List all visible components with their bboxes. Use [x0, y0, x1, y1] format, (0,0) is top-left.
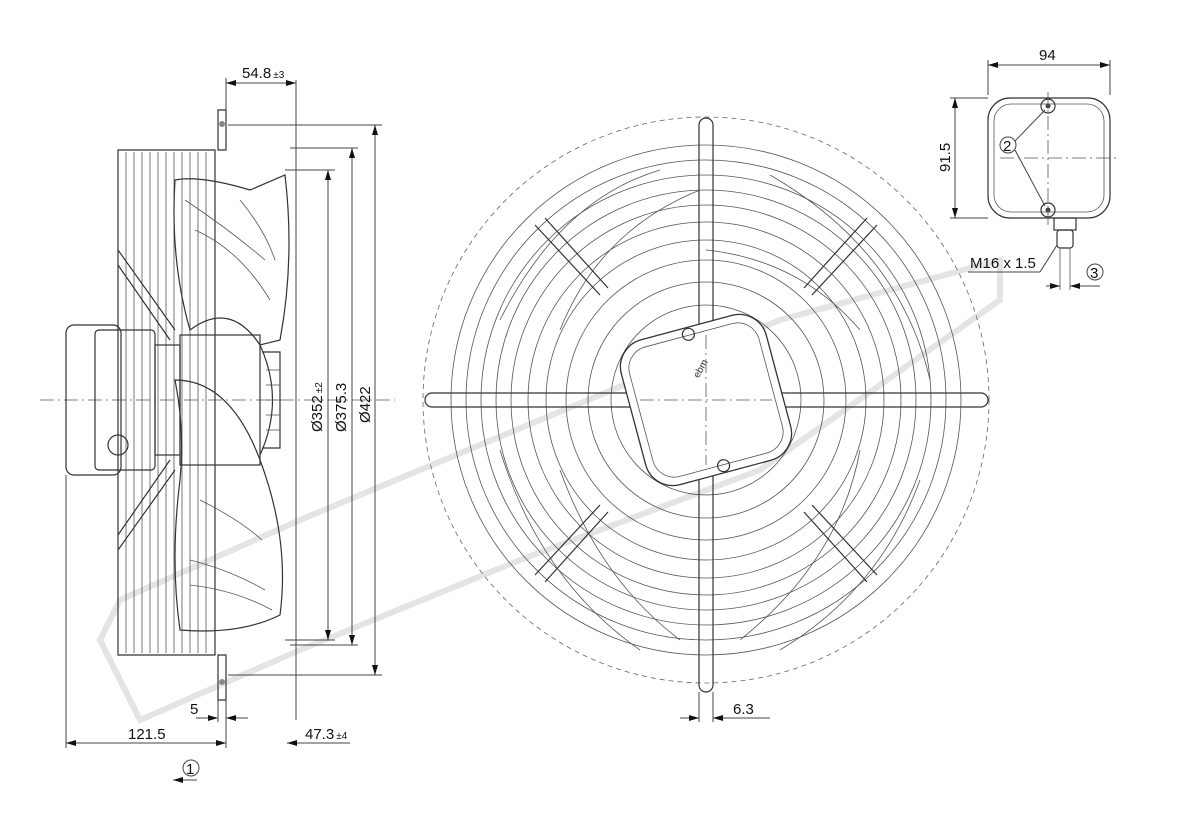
svg-text:2: 2	[1003, 138, 1011, 155]
guard-fins	[117, 149, 216, 656]
dim-47-3: 47.3	[305, 726, 334, 743]
blades-front	[499, 169, 931, 651]
svg-text:Ø352±2: Ø352±2	[309, 382, 326, 432]
dim-dia-352: Ø352	[309, 395, 326, 432]
svg-text:3: 3	[1090, 265, 1098, 282]
svg-text:1: 1	[186, 761, 194, 778]
airflow-callout: 1	[173, 759, 200, 783]
side-view	[40, 109, 395, 701]
dim-54-8: 54.8	[242, 65, 271, 82]
dim-5: 5	[190, 701, 198, 718]
cable-callout: 3	[1086, 263, 1104, 282]
side-dimensions: 54.8±3 Ø352±2 Ø375.3 Ø422 5 121.5 47.3±4…	[65, 65, 382, 783]
screw-callout: 2	[999, 109, 1046, 207]
dim-dia-422: Ø422	[357, 386, 374, 423]
terminal-box-detail: 94 91.5 2 M16 x 1.5 3	[937, 47, 1120, 290]
front-view: ebm 6.3	[422, 116, 990, 722]
blades-side	[173, 174, 290, 632]
dim-121-5: 121.5	[128, 726, 166, 743]
guard-rings	[450, 144, 962, 656]
svg-text:54.8±3: 54.8±3	[242, 65, 285, 82]
dim-91-5: 91.5	[937, 143, 954, 172]
thread-label: M16 x 1.5	[970, 255, 1036, 272]
dim-6-3: 6.3	[733, 701, 754, 718]
svg-text:47.3±4: 47.3±4	[305, 726, 348, 743]
dim-94: 94	[1039, 47, 1056, 64]
dim-dia-375: Ø375.3	[333, 383, 350, 432]
watermark	[96, 256, 1003, 724]
